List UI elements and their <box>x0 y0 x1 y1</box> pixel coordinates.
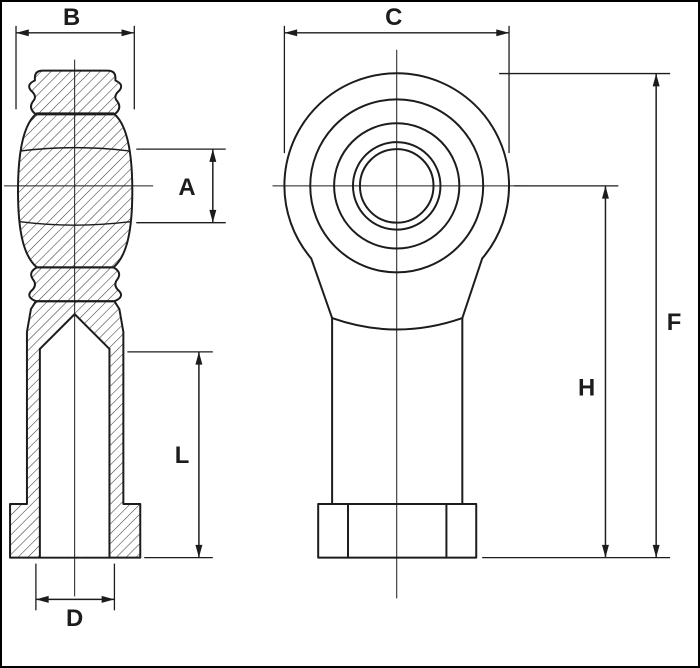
dim-f-label: F <box>667 309 682 336</box>
dimension-F: F <box>482 72 682 559</box>
dimension-B: B <box>15 4 135 110</box>
dimension-L: L <box>127 351 213 559</box>
dimension-H: H <box>514 185 619 558</box>
dimension-A: A <box>136 148 226 224</box>
dim-b-label: B <box>63 4 80 31</box>
dim-l-label: L <box>175 442 190 469</box>
dim-c-label: C <box>385 4 402 31</box>
dim-h-label: H <box>578 375 595 402</box>
front-view <box>272 49 521 599</box>
dimension-D: D <box>35 563 116 632</box>
side-view <box>4 59 154 597</box>
dim-d-label: D <box>66 605 83 632</box>
dim-a-label: A <box>178 174 195 201</box>
dimension-C: C <box>283 4 510 154</box>
